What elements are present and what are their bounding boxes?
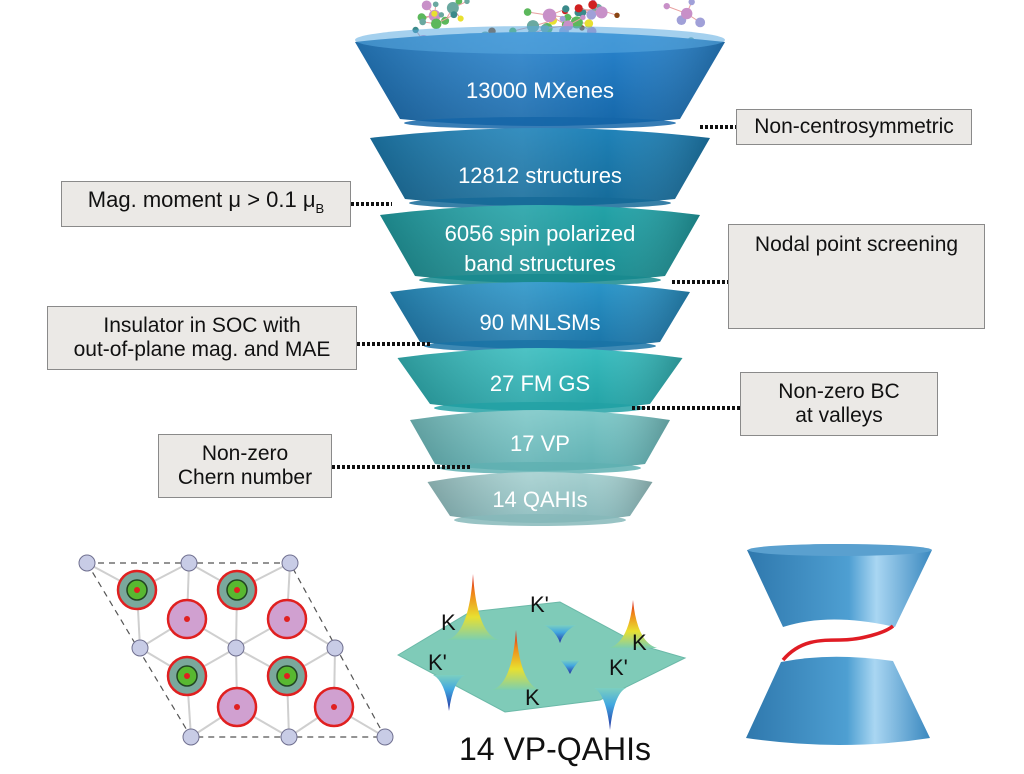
lattice-small-atom: [79, 555, 95, 571]
molecule-atom: [439, 12, 444, 17]
upper-cone: [747, 544, 932, 627]
criterion-line-2: Chern number: [178, 466, 312, 490]
lattice-small-atom: [327, 640, 343, 656]
lattice-center-dot: [184, 616, 190, 622]
lattice-small-atom: [281, 729, 297, 745]
molecule-atom: [464, 0, 469, 4]
molecule-atom: [664, 3, 670, 9]
molecule-atom: [580, 15, 585, 20]
criterion-insulator: Insulator in SOC with out-of-plane mag. …: [47, 306, 357, 370]
molecule-atom: [586, 10, 596, 20]
funnel-layer: 6056 spin polarized band structures: [380, 205, 700, 286]
funnel-layer-label: 6056 spin polarized: [445, 221, 636, 246]
lattice-center-dot: [284, 673, 290, 679]
criterion-mag-moment: Mag. moment μ > 0.1 μB: [61, 181, 351, 227]
funnel-layer-label: 13000 MXenes: [466, 78, 614, 103]
criterion-title: Nodal point screening: [755, 233, 958, 257]
molecule-hub-atom: [543, 9, 557, 23]
screening-funnel: 13000 MXenes 12812 structures 6056 spin po…: [355, 26, 725, 526]
lower-cone: [746, 657, 930, 745]
criterion-nodal-point: Nodal point screening: [728, 224, 985, 329]
funnel-layer: 90 MNLSMs: [390, 282, 690, 352]
funnel-layer-label: 17 VP: [510, 431, 570, 456]
molecule-atom: [560, 16, 566, 22]
valley-label-kprime: K': [530, 592, 549, 617]
molecule-atom: [588, 0, 597, 9]
lattice-center-dot: [234, 587, 240, 593]
berry-curvature-surface: KK'K'KK'K14 VP-QAHIs: [398, 574, 685, 767]
edge-state-cones: [746, 544, 932, 745]
molecule-atom: [562, 5, 569, 12]
molecule-atom: [419, 18, 426, 25]
molecule-hub-atom: [431, 19, 442, 30]
honeycomb-lattice: [79, 555, 393, 745]
molecule-atom: [450, 11, 457, 18]
lattice-small-atom: [181, 555, 197, 571]
chiral-edge-state: [783, 626, 893, 660]
funnel-layer-label: 27 FM GS: [490, 371, 590, 396]
funnel-layer-rim: [404, 117, 676, 129]
valley-label-k: K: [632, 630, 647, 655]
criterion-text: Non-centrosymmetric: [754, 115, 954, 139]
funnel-layer-label: band structures: [464, 251, 616, 276]
criterion-non-centrosymmetric: Non-centrosymmetric: [736, 109, 972, 145]
funnel-opening: [355, 26, 725, 54]
lattice-small-atom: [132, 640, 148, 656]
criterion-line-1: Non-zero: [202, 442, 288, 466]
criterion-chern: Non-zero Chern number: [158, 434, 332, 498]
molecule-hub-atom: [681, 8, 692, 19]
criterion-berry-curvature: Non-zero BC at valleys: [740, 372, 938, 436]
funnel-layer: 17 VP: [410, 410, 670, 474]
molecule-atom: [431, 11, 437, 17]
funnel-layer: 27 FM GS: [398, 348, 683, 414]
molecule-hub-atom: [596, 6, 608, 18]
funnel-layer-label: 14 QAHIs: [492, 487, 587, 512]
molecule-atom: [575, 4, 583, 12]
lattice-small-atom: [377, 729, 393, 745]
funnel-layer-rim: [454, 514, 626, 526]
result-title: 14 VP-QAHIs: [459, 731, 651, 767]
funnel-layer: 14 QAHIs: [428, 472, 653, 526]
lattice-center-dot: [134, 587, 140, 593]
lattice-center-dot: [184, 673, 190, 679]
funnel-layer-label: 90 MNLSMs: [479, 310, 600, 335]
valley-label-kprime: K': [428, 650, 447, 675]
molecule-atom: [422, 0, 432, 10]
molecule-atom: [458, 15, 464, 21]
molecule-atom: [695, 17, 705, 27]
lattice-center-dot: [284, 616, 290, 622]
criterion-line-2: at valleys: [795, 404, 883, 428]
criterion-line-1: Insulator in SOC with: [103, 314, 300, 338]
lattice-small-atom: [228, 640, 244, 656]
molecule-atom: [688, 0, 694, 5]
valley-label-kprime: K': [609, 655, 628, 680]
valley-label-k: K: [441, 610, 456, 635]
lattice-center-dot: [331, 704, 337, 710]
lattice-small-atom: [183, 729, 199, 745]
upper-cone-rim: [748, 544, 932, 556]
valley-label-k: K: [525, 685, 540, 710]
lattice-center-dot: [234, 704, 240, 710]
molecule-atom: [524, 8, 532, 16]
lattice-small-atom: [282, 555, 298, 571]
criterion-line-1: Non-zero BC: [778, 380, 899, 404]
molecule-atom: [614, 13, 619, 18]
molecule-atom: [433, 1, 439, 7]
criterion-text: Mag. moment μ > 0.1 μB: [88, 188, 324, 221]
funnel-layer-label: 12812 structures: [458, 163, 622, 188]
criterion-line-2: out-of-plane mag. and MAE: [74, 338, 331, 362]
funnel-layer: 12812 structures: [370, 128, 710, 209]
